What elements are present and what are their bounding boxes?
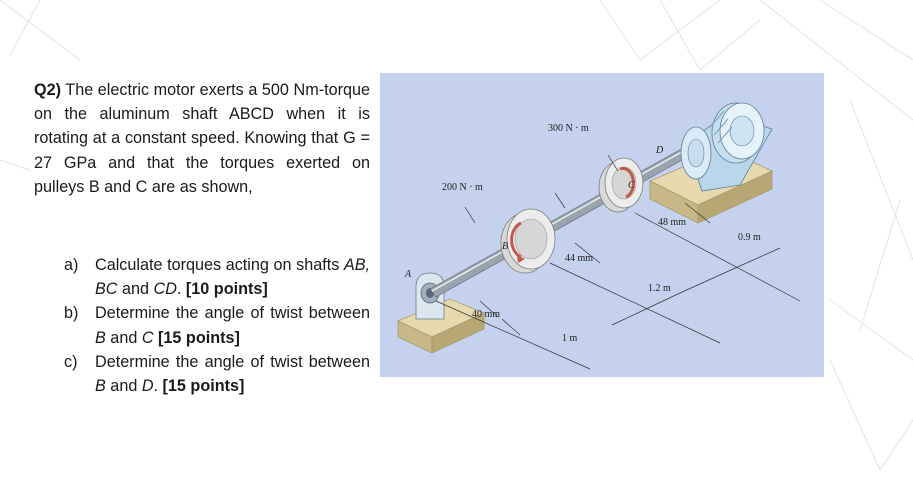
torque-b-label: 200 N · m [442,182,483,193]
len-1-2m-label: 1.2 m [648,283,671,294]
label-b: B [502,241,508,252]
dim-44mm-label: 44 mm [565,253,593,264]
dimension-lines [435,154,801,370]
dim-48mm-label: 48 mm [658,217,686,228]
pulley-c [598,157,644,213]
part-a-marker: a) [64,256,79,274]
shaft-diagram: 300 N · m 200 N · m A B C D 48 mm 44 mm … [397,102,801,370]
part-c-marker: c) [64,352,78,371]
torque-c-label: 300 N · m [548,123,589,134]
part-c-points: [15 points] [162,377,245,396]
dim-40mm-label: 40 mm [472,309,500,320]
part-b-marker: b) [64,304,79,323]
len-1m-label: 1 m [562,333,578,344]
shaft-figure: 300 N · m 200 N · m A B C D 48 mm 44 mm … [380,73,824,377]
bearing-support-a [397,272,485,354]
question-number: Q2) [34,81,61,99]
len-0-9m-label: 0.9 m [738,232,761,243]
electric-motor [680,102,773,192]
part-b: b)Determine the angle of twist between B… [64,301,370,349]
part-c: c)Determine the angle of twist between B… [64,350,370,398]
question-body: The electric motor exerts a 500 Nm-torqu… [34,81,370,196]
part-b-points: [15 points] [158,328,240,347]
part-a: a)Calculate torques acting on shafts AB,… [64,253,370,301]
question-parts-list: a)Calculate torques acting on shafts AB,… [64,253,370,398]
label-c: C [628,180,635,191]
label-a: A [404,269,412,280]
label-d: D [655,145,664,156]
pulley-b [500,208,556,274]
part-a-points: [10 points] [185,280,268,299]
question-text: Q2) The electric motor exerts a 500 Nm-t… [34,78,370,199]
